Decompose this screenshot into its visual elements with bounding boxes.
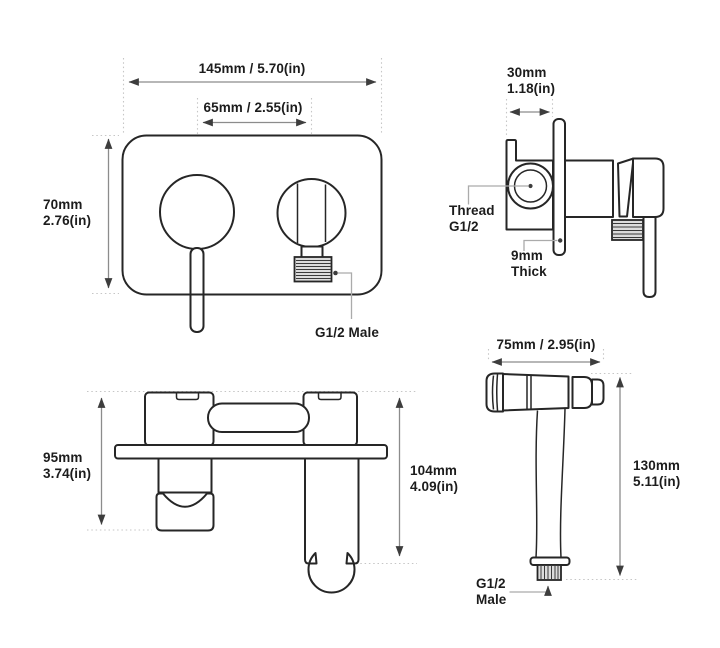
connecting-barrel <box>207 402 310 433</box>
valve-handle <box>632 157 665 218</box>
sprayer-handle <box>536 410 565 558</box>
valve-body <box>564 159 614 218</box>
top-view-right-dim-label: 104mm 4.09(in) <box>410 463 459 494</box>
side-depth-dim-label: 30mm 1.18(in) <box>507 65 556 96</box>
sprayer-drawing <box>485 349 638 596</box>
left-handle-lever <box>189 247 205 333</box>
sprayer-height-dim-label: 130mm 5.11(in) <box>633 458 681 489</box>
left-handle-knob <box>159 174 235 250</box>
outlet-connector <box>276 178 347 248</box>
front-width-dim-label: 145mm / 5.70(in) <box>198 61 306 76</box>
front-view-drawing <box>92 58 383 333</box>
left-valve-block <box>144 391 215 447</box>
sprayer-width-dim-label: 75mm / 2.95(in) <box>496 337 596 352</box>
sprayer-head-barrel <box>502 373 570 412</box>
mounting-plate <box>552 118 566 256</box>
mixer-handle-top <box>155 492 215 532</box>
front-spacing-dim-label: 65mm / 2.55(in) <box>203 100 303 115</box>
sprayer-head-right-cap <box>571 376 593 409</box>
side-thread-label: Thread G1/2 <box>449 203 495 234</box>
top-view-left-dim-label: 95mm 3.74(in) <box>43 450 92 481</box>
handle-lever <box>642 216 657 298</box>
right-valve-block <box>302 391 358 447</box>
side-plate-thickness-label: 9mm Thick <box>511 248 547 279</box>
sprayer-outlet-label: G1/2 Male <box>476 576 507 607</box>
front-outlet-label: G1/2 Male <box>315 325 379 340</box>
sprayer-nozzle-tip <box>591 378 605 406</box>
sprayer-holder-bracket <box>304 457 360 594</box>
wall-flange <box>114 444 388 460</box>
top-view-drawing <box>87 390 417 594</box>
front-height-dim-label: 70mm 2.76(in) <box>43 197 92 228</box>
side-view-drawing <box>467 99 665 298</box>
sprayer-head-left-cap <box>485 372 504 413</box>
